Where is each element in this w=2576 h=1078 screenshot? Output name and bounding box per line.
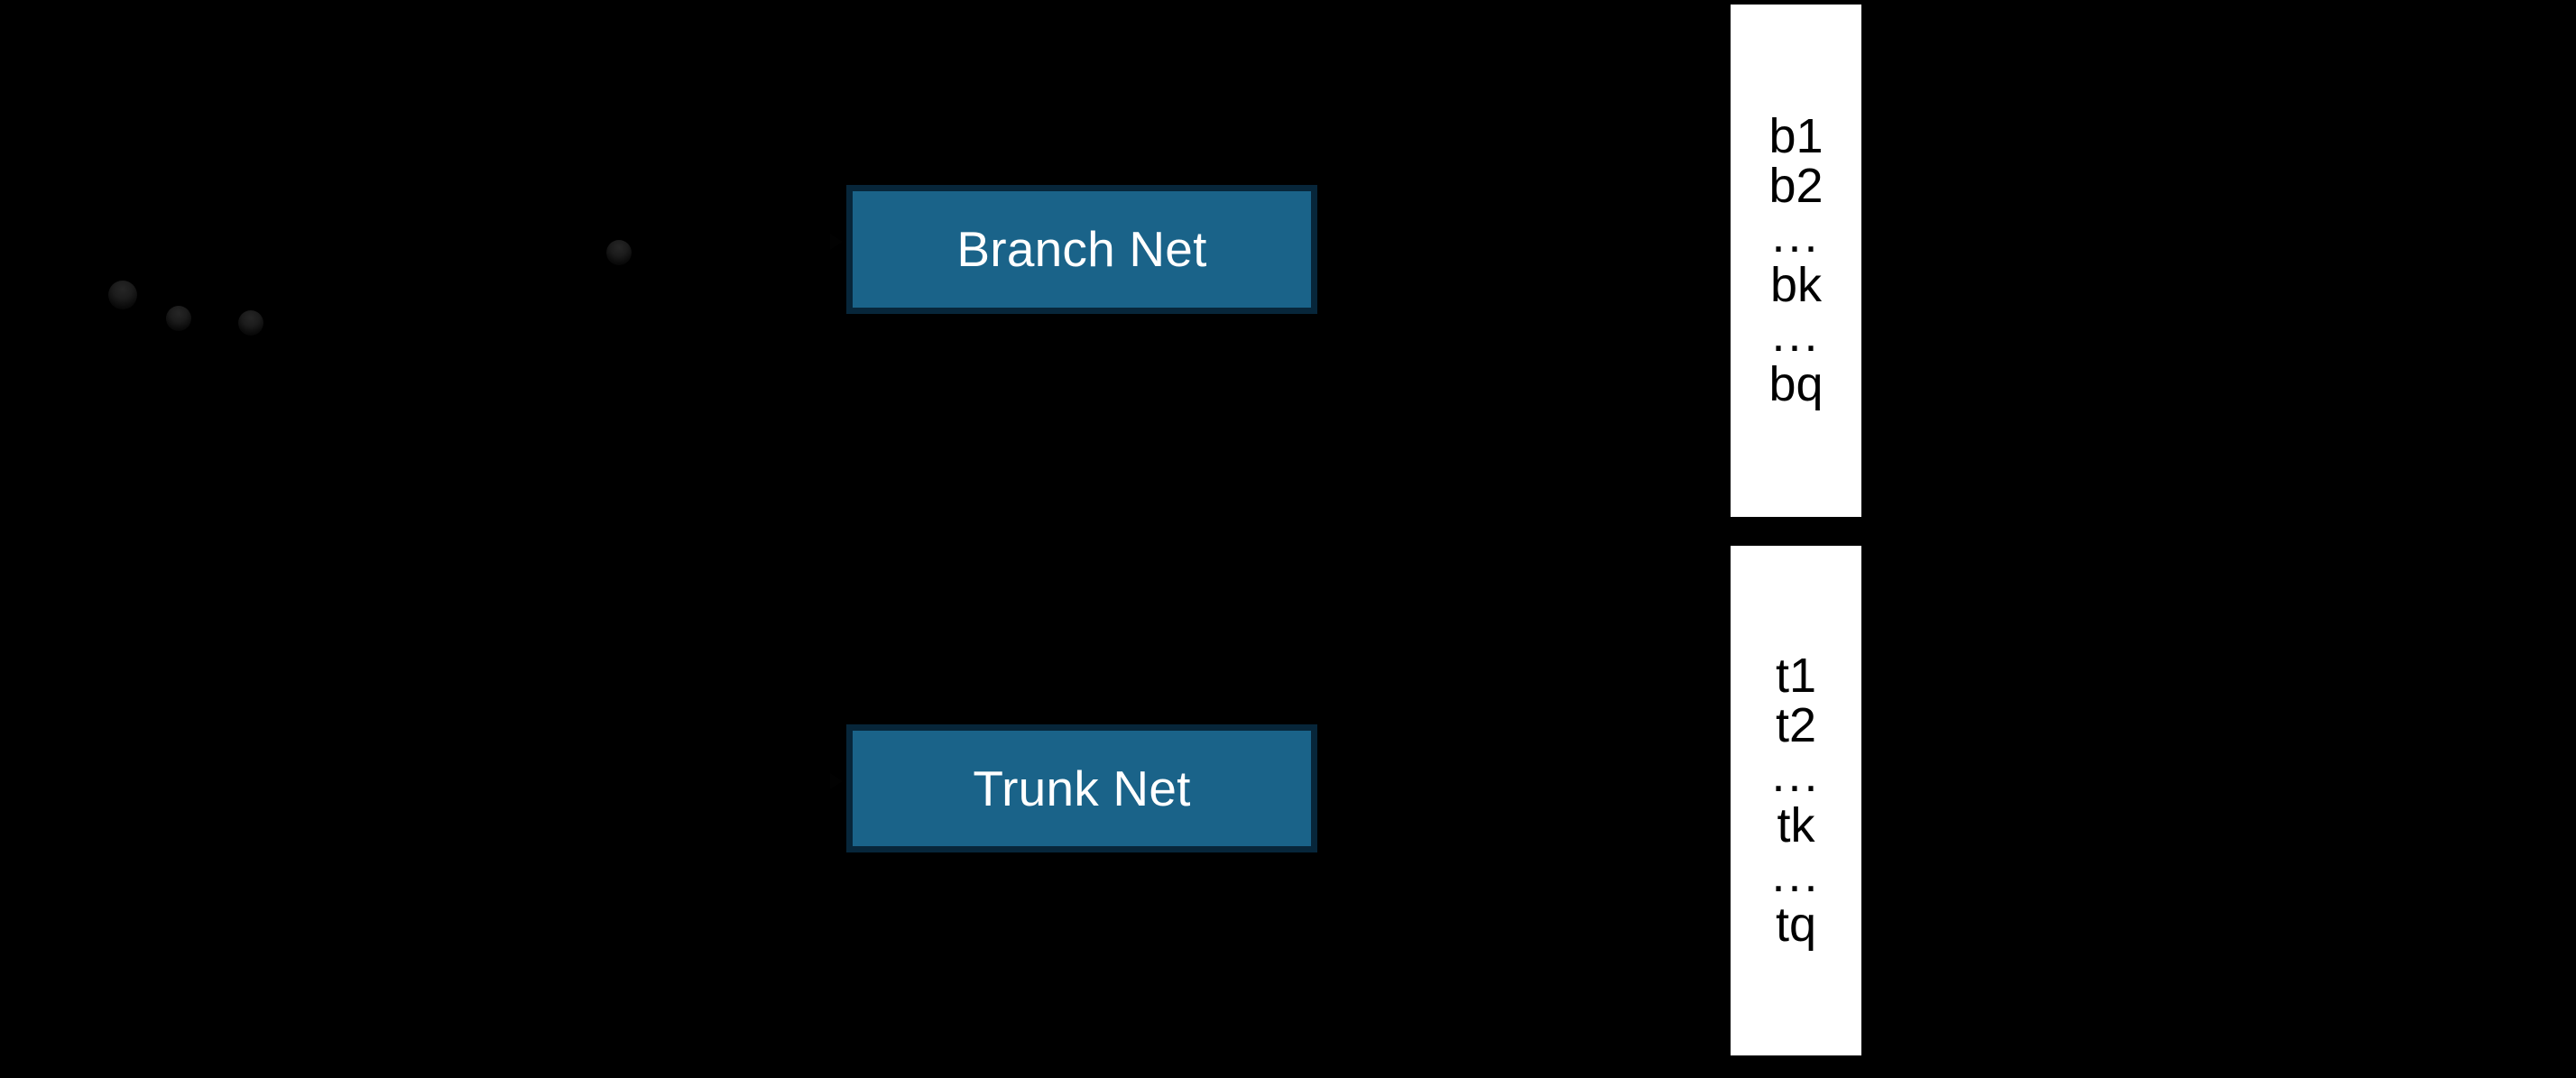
branch-output-item: b1 xyxy=(1768,108,1824,163)
branch-net-label: Branch Net xyxy=(956,221,1207,277)
branch-output-ellipsis: ... xyxy=(1771,308,1821,363)
branch-output-vector-box: b1 b2 ... bk ... bq xyxy=(1731,5,1861,517)
trunk-output-item: tk xyxy=(1777,797,1815,852)
branch-net-box[interactable]: Branch Net xyxy=(846,185,1317,314)
branch-output-item: b2 xyxy=(1768,158,1824,213)
trunk-output-item: t1 xyxy=(1775,649,1817,704)
trunk-output-ellipsis: ... xyxy=(1771,847,1821,902)
network-node xyxy=(166,306,191,331)
branch-output-item: bq xyxy=(1768,357,1824,412)
branch-output-arrow-icon xyxy=(1316,234,1328,250)
branch-input-arrow-icon xyxy=(830,234,843,250)
branch-output-ellipsis: ... xyxy=(1771,207,1821,263)
trunk-output-item: t2 xyxy=(1775,698,1817,753)
trunk-output-ellipsis: ... xyxy=(1771,748,1821,803)
trunk-output-item: tq xyxy=(1775,897,1817,952)
trunk-input-arrow-icon xyxy=(830,773,843,789)
network-node xyxy=(606,240,632,265)
trunk-net-label: Trunk Net xyxy=(973,760,1191,816)
trunk-output-arrow-icon xyxy=(1316,773,1328,789)
trunk-net-box[interactable]: Trunk Net xyxy=(846,724,1317,852)
network-node xyxy=(108,281,137,309)
trunk-output-vector-box: t1 t2 ... tk ... tq xyxy=(1731,546,1861,1055)
network-node xyxy=(238,310,263,336)
branch-output-item: bk xyxy=(1769,258,1823,312)
